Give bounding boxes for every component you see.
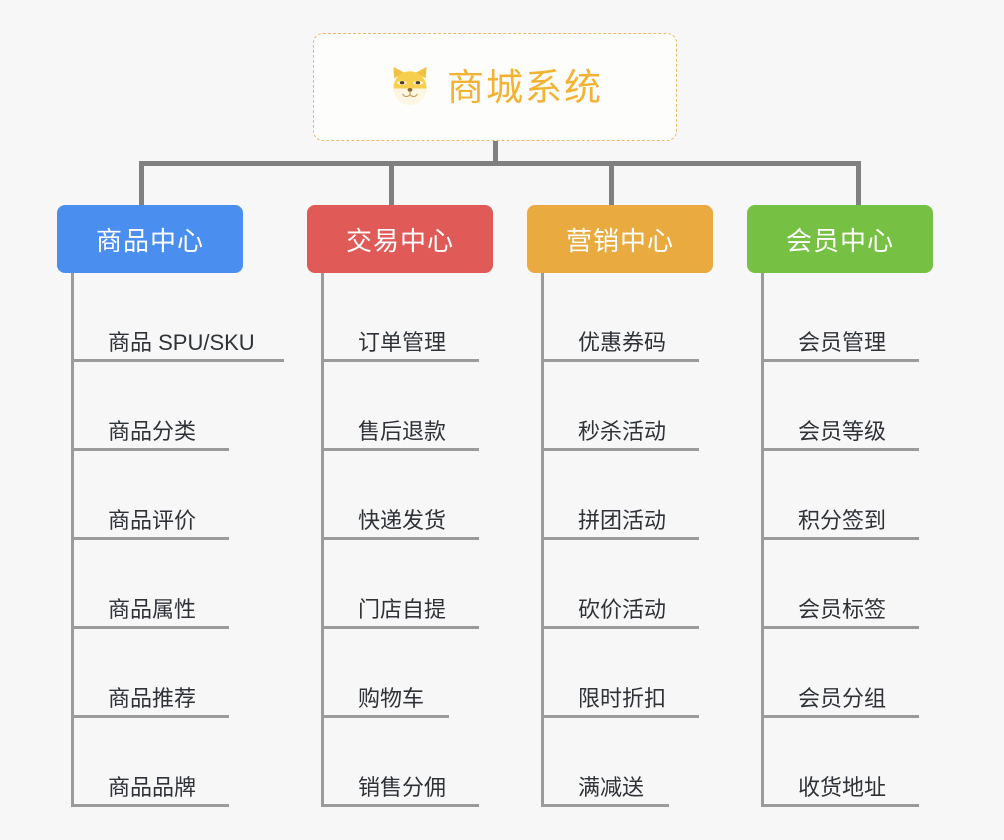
list-item-label: 购物车 (358, 686, 425, 711)
list-item-rule (324, 715, 449, 718)
list-item[interactable]: 订单管理 (324, 273, 493, 362)
list-item-rule (544, 626, 699, 629)
list-item-rule (764, 448, 919, 451)
list-item-label: 积分签到 (798, 508, 887, 533)
list-item-rule (74, 448, 229, 451)
column-item-list: 商品 SPU/SKU 商品分类 商品评价 商品属性 商品推荐 商品品牌 (71, 273, 284, 807)
column-header-marketing-center[interactable]: 营销中心 (527, 205, 713, 273)
list-item-label: 秒杀活动 (578, 419, 667, 444)
list-item-rule (764, 626, 919, 629)
list-item[interactable]: 商品 SPU/SKU (74, 273, 284, 362)
list-item[interactable]: 拼团活动 (544, 451, 713, 540)
column-item-list: 会员管理 会员等级 积分签到 会员标签 会员分组 收货地址 (761, 273, 933, 807)
list-item-rule (764, 804, 919, 807)
list-item[interactable]: 收货地址 (764, 718, 933, 807)
list-item-label: 商品品牌 (108, 775, 197, 800)
column-header-member-center[interactable]: 会员中心 (747, 205, 933, 273)
list-item-rule (764, 537, 919, 540)
list-item-label: 收货地址 (798, 775, 887, 800)
column-product-center: 商品中心 商品 SPU/SKU 商品分类 商品评价 商品属性 商品推荐 (57, 205, 284, 807)
list-item-label: 售后退款 (358, 419, 447, 444)
column-title: 商品中心 (95, 225, 204, 256)
list-item[interactable]: 商品品牌 (74, 718, 243, 807)
column-trade-center: 交易中心 订单管理 售后退款 快递发货 门店自提 购物车 (307, 205, 493, 807)
list-item-rule (324, 448, 479, 451)
list-item-rule (74, 626, 229, 629)
list-item-label: 会员管理 (798, 330, 887, 355)
column-item-list: 优惠券码 秒杀活动 拼团活动 砍价活动 限时折扣 满减送 (541, 273, 713, 807)
column-title: 会员中心 (785, 225, 894, 256)
list-item-rule (74, 804, 229, 807)
list-item[interactable]: 商品评价 (74, 451, 243, 540)
list-item-label: 限时折扣 (578, 686, 667, 711)
list-item[interactable]: 限时折扣 (544, 629, 713, 718)
list-item[interactable]: 满减送 (544, 718, 713, 807)
column-marketing-center: 营销中心 优惠券码 秒杀活动 拼团活动 砍价活动 限时折扣 (527, 205, 713, 807)
list-item-label: 拼团活动 (578, 508, 667, 533)
list-item-label: 商品 SPU/SKU (108, 330, 255, 355)
root-title: 商城系统 (447, 66, 603, 108)
list-item-label: 销售分佣 (358, 775, 447, 800)
list-item[interactable]: 门店自提 (324, 540, 493, 629)
list-item-label: 满减送 (578, 775, 645, 800)
list-item-label: 会员分组 (798, 686, 887, 711)
connector-drop-2 (389, 161, 394, 205)
root-node[interactable]: 商城系统 (313, 33, 677, 141)
list-item[interactable]: 销售分佣 (324, 718, 493, 807)
column-title: 交易中心 (345, 225, 454, 256)
list-item[interactable]: 购物车 (324, 629, 493, 718)
column-title: 营销中心 (565, 225, 674, 256)
list-item-label: 商品推荐 (108, 686, 197, 711)
list-item[interactable]: 商品分类 (74, 362, 243, 451)
list-item-rule (764, 715, 919, 718)
list-item-label: 砍价活动 (578, 597, 667, 622)
list-item[interactable]: 秒杀活动 (544, 362, 713, 451)
list-item-label: 门店自提 (358, 597, 447, 622)
list-item-rule (324, 359, 479, 362)
list-item-label: 商品评价 (108, 508, 197, 533)
connector-drop-1 (139, 161, 144, 205)
list-item-label: 订单管理 (358, 330, 447, 355)
shiba-dog-icon (393, 66, 427, 105)
list-item-rule (74, 715, 229, 718)
connector-horizontal-bus (139, 161, 861, 166)
list-item[interactable]: 积分签到 (764, 451, 933, 540)
column-header-trade-center[interactable]: 交易中心 (307, 205, 493, 273)
connector-drop-4 (856, 161, 861, 205)
list-item-rule (544, 359, 699, 362)
list-item-label: 快递发货 (358, 508, 447, 533)
list-item[interactable]: 售后退款 (324, 362, 493, 451)
list-item-label: 优惠券码 (578, 330, 667, 355)
list-item[interactable]: 砍价活动 (544, 540, 713, 629)
connector-drop-3 (609, 161, 614, 205)
list-item-rule (544, 448, 699, 451)
list-item-rule (324, 626, 479, 629)
list-item[interactable]: 会员分组 (764, 629, 933, 718)
list-item[interactable]: 优惠券码 (544, 273, 713, 362)
connector-root-stem (493, 141, 498, 165)
column-header-product-center[interactable]: 商品中心 (57, 205, 243, 273)
list-item-label: 商品分类 (108, 419, 197, 444)
list-item-label: 会员等级 (798, 419, 887, 444)
list-item-rule (324, 537, 479, 540)
list-item[interactable]: 快递发货 (324, 451, 493, 540)
list-item[interactable]: 会员标签 (764, 540, 933, 629)
list-item[interactable]: 商品推荐 (74, 629, 243, 718)
column-item-list: 订单管理 售后退款 快递发货 门店自提 购物车 销售分佣 (321, 273, 493, 807)
list-item-rule (544, 537, 699, 540)
list-item-rule (764, 359, 919, 362)
list-item-rule (544, 804, 669, 807)
list-item-rule (74, 537, 229, 540)
list-item-rule (74, 359, 284, 362)
list-item-label: 会员标签 (798, 597, 887, 622)
list-item-label: 商品属性 (108, 597, 197, 622)
list-item[interactable]: 会员等级 (764, 362, 933, 451)
list-item-rule (324, 804, 479, 807)
list-item-rule (544, 715, 699, 718)
list-item[interactable]: 商品属性 (74, 540, 243, 629)
column-member-center: 会员中心 会员管理 会员等级 积分签到 会员标签 会员分组 (747, 205, 933, 807)
list-item[interactable]: 会员管理 (764, 273, 933, 362)
